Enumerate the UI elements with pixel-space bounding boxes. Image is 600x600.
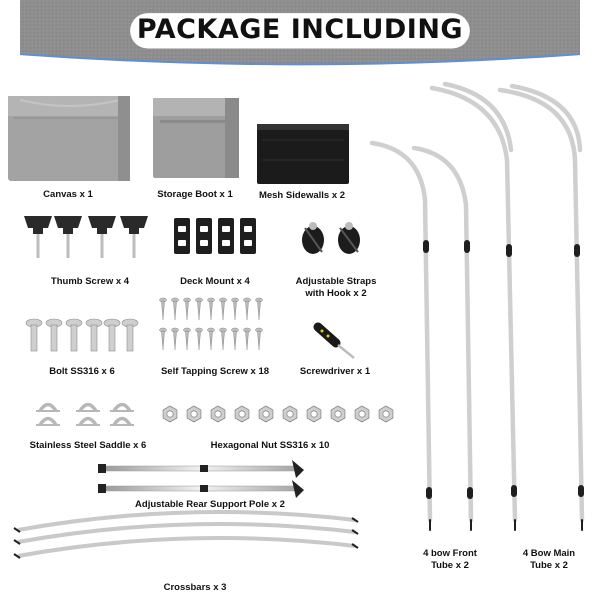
screw — [195, 297, 203, 321]
hex-nut — [234, 405, 250, 423]
screwdriver-label: Screwdriver x 1 — [299, 366, 371, 377]
screw — [255, 297, 263, 321]
bolt-label: Bolt SS316 x 6 — [49, 366, 115, 377]
hex-nut — [162, 405, 178, 423]
deck-mounts-image — [174, 218, 256, 254]
canvas-label: Canvas x 1 — [43, 189, 93, 200]
hex-nut-label: Hexagonal Nut SS316 x 10 — [210, 440, 330, 451]
hex-nut — [306, 405, 322, 423]
front-tubes-image — [369, 140, 474, 531]
screw — [159, 327, 167, 351]
straps-label-line2: with Hook x 2 — [305, 288, 367, 299]
bolts-image — [25, 318, 139, 352]
screw — [183, 297, 191, 321]
main-tubes-image — [429, 81, 585, 531]
screw — [159, 297, 167, 321]
thumb-screw-label: Thumb Screw x 4 — [50, 276, 130, 287]
main-tube-label-line2: Tube x 2 — [530, 560, 568, 571]
storage-boot-label: Storage Boot x 1 — [157, 189, 233, 200]
screw — [207, 327, 215, 351]
screw — [255, 327, 263, 351]
deck-mount-label: Deck Mount x 4 — [180, 276, 250, 287]
screw — [243, 327, 251, 351]
screw — [219, 297, 227, 321]
hex-nut — [258, 405, 274, 423]
screw — [231, 297, 239, 321]
hex-nut — [186, 405, 202, 423]
page-title: PACKAGE INCLUDING — [136, 14, 464, 45]
hex-nut — [210, 405, 226, 423]
screw — [207, 297, 215, 321]
front-tube-label-line2: Tube x 2 — [431, 560, 469, 571]
front-tube-label-line1: 4 bow Front — [423, 548, 477, 559]
screw — [195, 327, 203, 351]
saddles-image — [36, 402, 134, 426]
screw — [171, 327, 179, 351]
rear-support-poles-image — [98, 460, 304, 498]
hex-nut — [378, 405, 394, 423]
screw — [171, 297, 179, 321]
crossbars-label: Crossbars x 3 — [163, 582, 227, 593]
screw — [231, 327, 239, 351]
self-tapping-label: Self Tapping Screw x 18 — [160, 366, 270, 377]
hex-nut — [354, 405, 370, 423]
storage-boot-image — [153, 98, 239, 178]
screw — [243, 297, 251, 321]
rear-support-label: Adjustable Rear Support Pole x 2 — [135, 499, 285, 510]
mesh-sidewalls-label: Mesh Sidewalls x 2 — [258, 190, 346, 201]
hex-nut — [282, 405, 298, 423]
straps-image — [302, 222, 360, 254]
mesh-sidewalls-image — [257, 124, 349, 184]
crossbars-image — [13, 510, 359, 559]
hex-nuts-image — [162, 405, 394, 423]
saddle-label: Stainless Steel Saddle x 6 — [29, 440, 147, 451]
straps-label-line1: Adjustable Straps — [295, 276, 377, 287]
self-tapping-screws-image — [159, 297, 263, 351]
screw — [219, 327, 227, 351]
hex-nut — [330, 405, 346, 423]
screwdriver-image — [313, 322, 355, 359]
header-banner — [19, 0, 581, 66]
thumb-screws-image — [24, 216, 148, 258]
main-tube-label-line1: 4 Bow Main — [522, 548, 576, 559]
screw — [183, 327, 191, 351]
canvas-image — [8, 96, 130, 181]
